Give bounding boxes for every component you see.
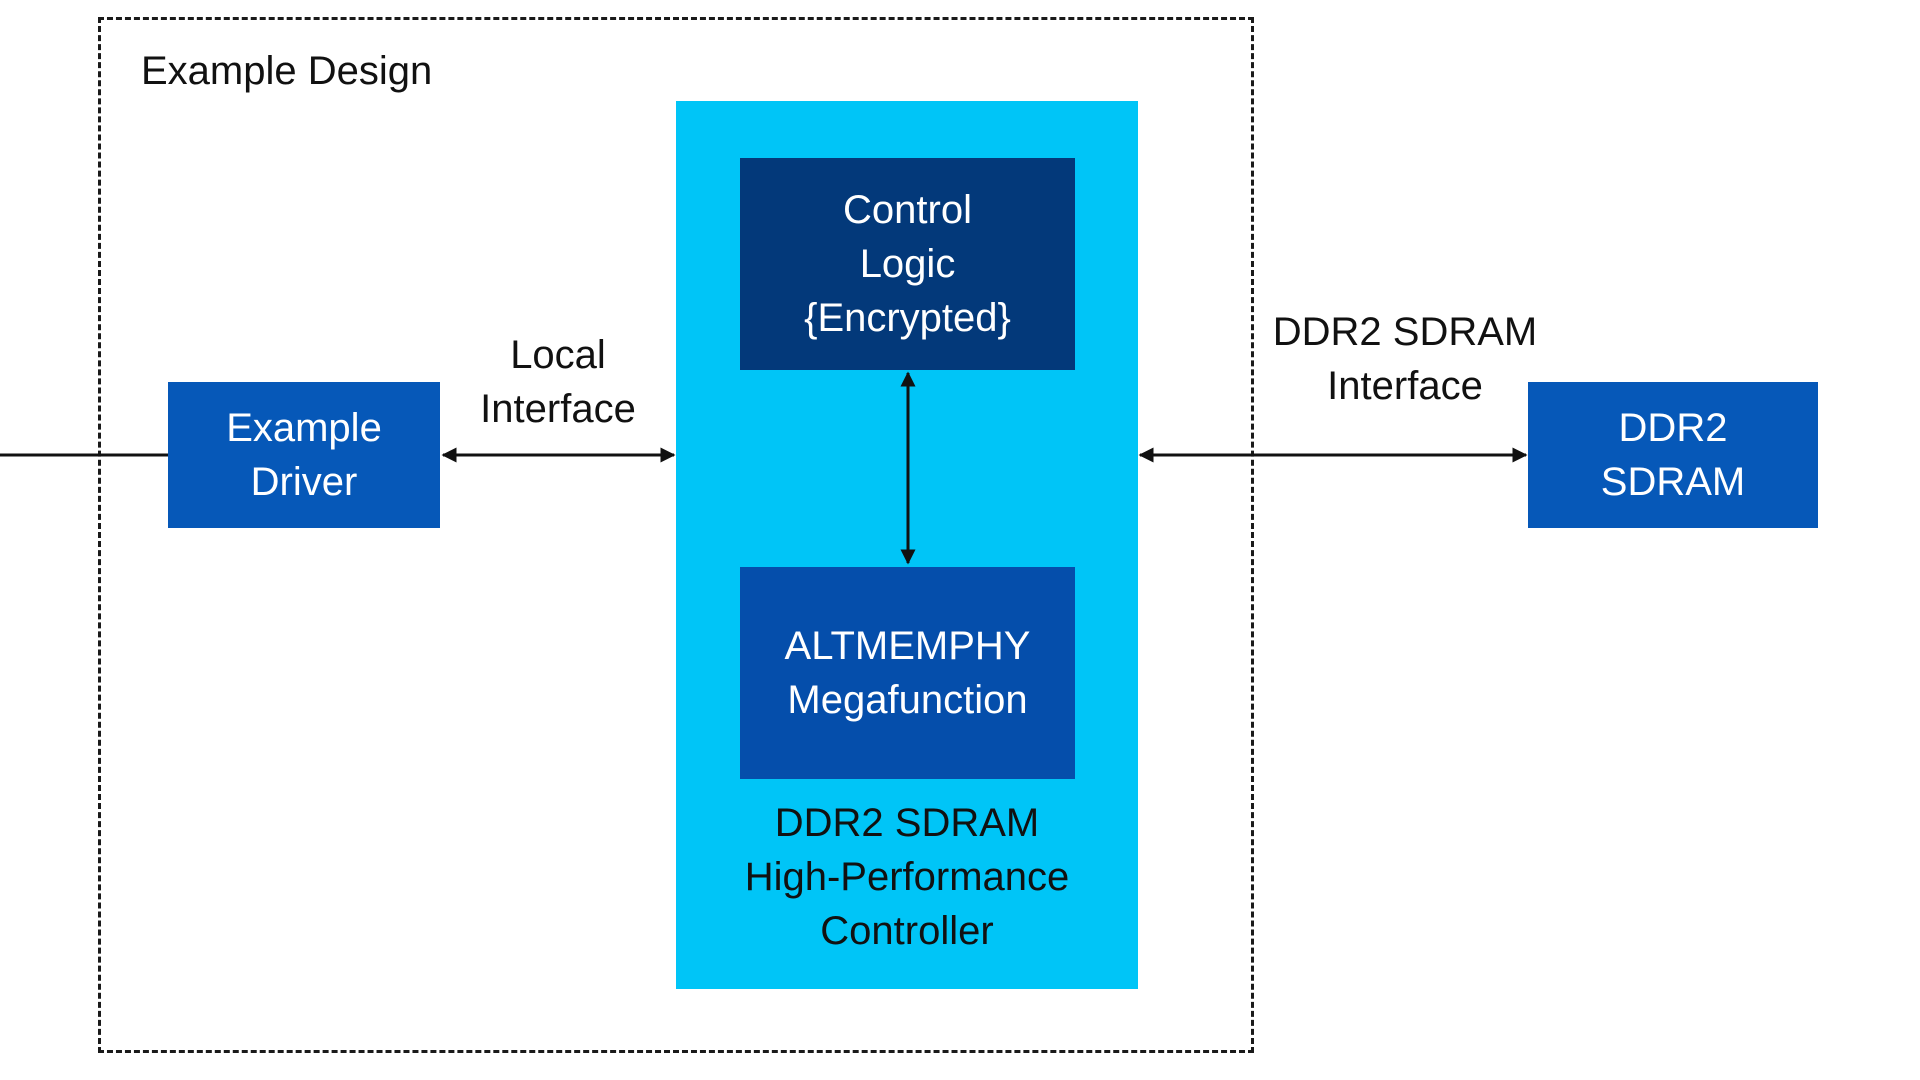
local-interface-line-1: Local (510, 333, 606, 377)
control-logic-block: Control Logic {Encrypted} (740, 158, 1075, 370)
example-driver-block: Example Driver (168, 382, 440, 528)
ddr2-sdram-line-1: DDR2 (1618, 406, 1728, 450)
local-interface-line-2: Interface (480, 387, 636, 431)
control-logic-line-1: Control (843, 188, 972, 232)
ddr2-interface-line-2: Interface (1327, 364, 1483, 408)
control-logic-line-3: {Encrypted} (804, 296, 1011, 340)
example-driver-line-2: Driver (250, 460, 358, 504)
ddr2-sdram-line-2: SDRAM (1600, 460, 1746, 504)
example-design-boundary (98, 17, 1254, 1053)
local-interface-label: Local Interface (440, 328, 676, 436)
controller-label-line-1: DDR2 SDRAM (774, 801, 1040, 845)
controller-label: DDR2 SDRAM High-Performance Controller (676, 796, 1138, 958)
ddr2-interface-label: DDR2 SDRAM Interface (1245, 305, 1565, 413)
example-design-title: Example Design (141, 49, 433, 93)
altmemphy-line-1: ALTMEMPHY (784, 624, 1031, 668)
control-logic-line-2: Logic (859, 242, 956, 286)
ddr2-interface-line-1: DDR2 SDRAM (1272, 310, 1538, 354)
altmemphy-line-2: Megafunction (787, 678, 1028, 722)
controller-label-line-3: Controller (820, 909, 994, 953)
altmemphy-block: ALTMEMPHY Megafunction (740, 567, 1075, 779)
example-driver-line-1: Example (226, 406, 382, 450)
controller-label-line-2: High-Performance (744, 855, 1070, 899)
ddr2-sdram-block: DDR2 SDRAM (1528, 382, 1818, 528)
